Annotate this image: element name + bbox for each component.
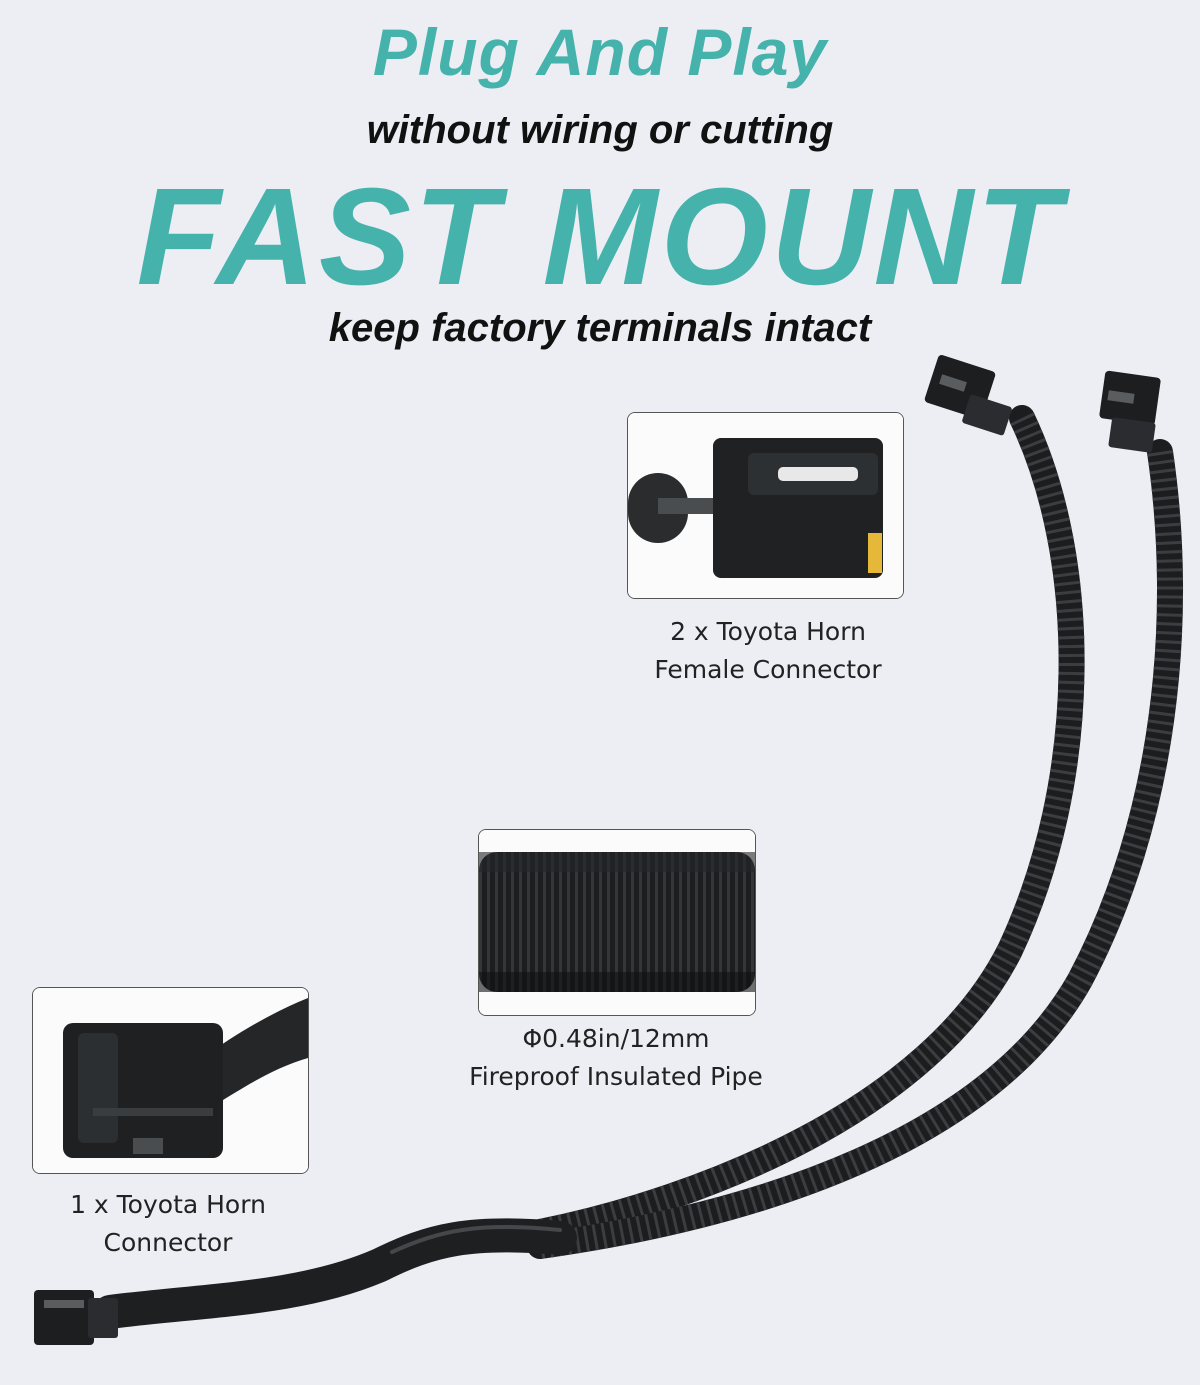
cable-sleeve <box>93 1218 577 1329</box>
headline-tagline: keep factory terminals intact <box>328 306 872 350</box>
female-caption-line2: Female Connector <box>654 655 882 684</box>
male-caption-line2: Connector <box>103 1228 233 1257</box>
cable-left <box>527 405 1085 1245</box>
headline-fast-mount: FAST MOUNT <box>136 160 1064 314</box>
female-caption-line1: 2 x Toyota Horn <box>670 617 866 646</box>
male-connector <box>34 1290 118 1345</box>
female-connector-right <box>1099 370 1161 453</box>
female-connector-closeup <box>627 412 904 599</box>
cable-right <box>527 439 1183 1259</box>
pipe-caption-line1: Φ0.48in/12mm <box>522 1024 710 1053</box>
headline-title: Plug And Play <box>372 15 828 89</box>
male-connector-closeup <box>32 987 309 1174</box>
insulated-pipe-closeup <box>478 829 756 1016</box>
pipe-caption: Φ0.48in/12mm Fireproof Insulated Pipe <box>430 1020 802 1096</box>
male-connector-caption: 1 x Toyota Horn Connector <box>18 1186 318 1262</box>
female-connector-left <box>924 354 1012 436</box>
male-caption-line1: 1 x Toyota Horn <box>70 1190 266 1219</box>
female-connector-caption: 2 x Toyota Horn Female Connector <box>618 613 918 689</box>
pipe-caption-line2: Fireproof Insulated Pipe <box>469 1062 763 1091</box>
headline-subtitle: without wiring or cutting <box>366 108 834 152</box>
